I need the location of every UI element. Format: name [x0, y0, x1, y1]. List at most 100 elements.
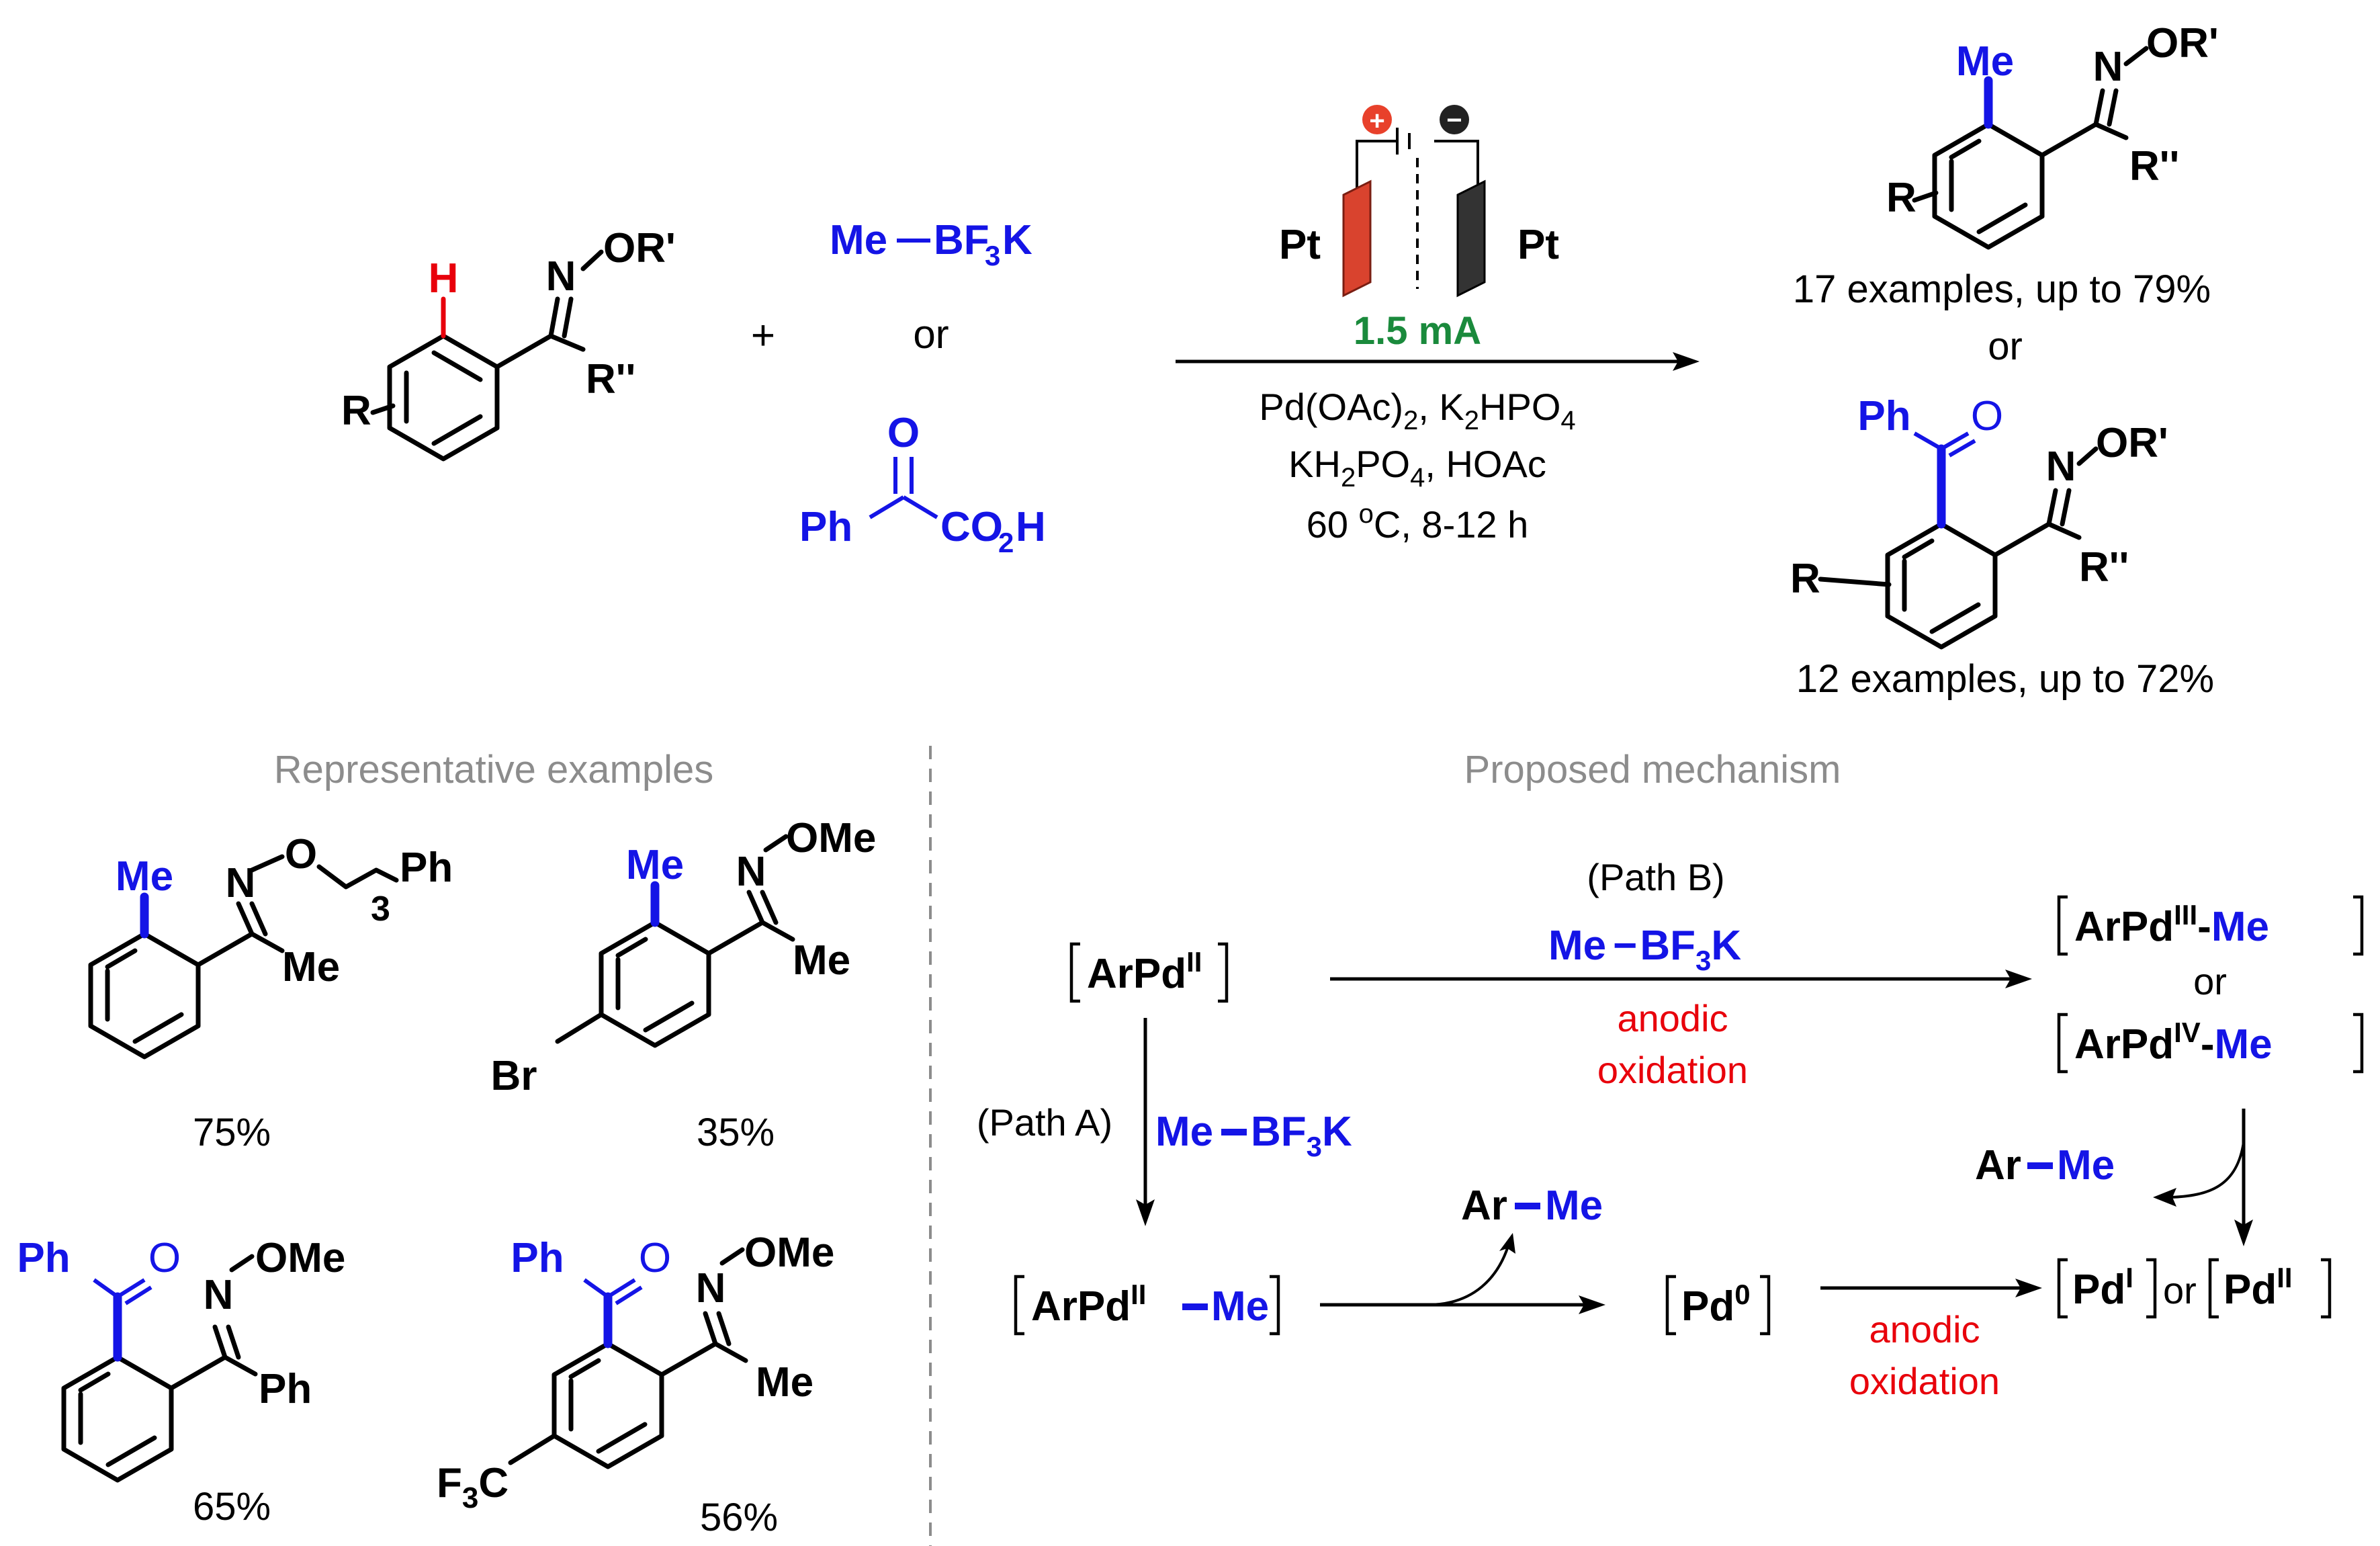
product1-structure: Me N OR' R'' R [1886, 20, 2219, 250]
ex2-me2-label: Me [793, 937, 850, 984]
anode-pt-label: Pt [1279, 222, 1321, 268]
ex2-yield: 35% [697, 1111, 775, 1154]
ar-me-1-ar: Ar [1461, 1183, 1507, 1229]
product1-me-label: Me [1956, 38, 2014, 85]
product2-or-label: OR' [2096, 420, 2168, 466]
ar-me-1-me: Me [1545, 1183, 1603, 1229]
product2-r2-label: R'' [2079, 544, 2129, 591]
ex2-ome-label: OMe [786, 815, 876, 861]
product2-caption: 12 examples, up to 72% [1796, 657, 2214, 701]
ex1-me-label: Me [116, 853, 173, 900]
cathode-minus-symbol: − [1446, 105, 1462, 135]
ex1-yield: 75% [193, 1111, 271, 1154]
or-label-reagents: or [913, 312, 949, 357]
anode-plus-icon [1362, 105, 1392, 134]
ex1-o-label: O [285, 831, 317, 877]
h-atom-label: H [429, 255, 459, 302]
anode-electrode [1342, 179, 1372, 298]
pd0-anodic-label: anodic [1869, 1308, 1980, 1350]
ar-me-2-me: Me [2057, 1142, 2115, 1189]
product1-caption: 17 examples, up to 79% [1793, 267, 2211, 311]
arpd-iii-text: ArPdIII-Me [2074, 899, 2269, 950]
reagent-bf-label: BF [934, 217, 989, 263]
electrolysis-cell: + − Pt Pt 1.5 mA [1279, 105, 1559, 353]
ex4-o-label: O [639, 1235, 671, 1281]
example2-structure: Me N OMe Me Br [491, 815, 877, 1099]
arpd-iii-me-species: ArPdIII-Me [2057, 895, 2364, 956]
product1-n-label: N [2093, 44, 2123, 90]
conditions-line3: 60 oC, 8-12 h [1307, 499, 1528, 546]
plus-sign: + [751, 312, 775, 359]
ex3-ome-label: OMe [255, 1235, 345, 1281]
product2-n-label: N [2046, 443, 2076, 490]
arpd-ii-species: ArPdII [1069, 942, 1229, 1003]
ar-me-product-1: Ar Me [1461, 1183, 1603, 1229]
reagent2-co-label: CO [940, 504, 1003, 550]
pd-ii-text: PdII [2223, 1262, 2293, 1313]
path-a-reagent: Me BF3K [1155, 1109, 1352, 1162]
arpd-or-label: or [2193, 960, 2227, 1002]
n-atom-label: N [546, 253, 576, 300]
reagent2-o-label: O [887, 410, 920, 456]
reagent-bf-subscript: 3 [985, 240, 1000, 271]
arpd-ii-me-methyl: Me [1211, 1283, 1269, 1330]
example3-structure: Ph O N OMe Ph [17, 1235, 345, 1483]
ex2-br-label: Br [491, 1053, 537, 1099]
ex1-me2-label: Me [282, 944, 340, 990]
product2-o-label: O [1971, 393, 2003, 439]
pd-i-text: PdI [2072, 1262, 2133, 1313]
ex3-ph2-label: Ph [259, 1366, 312, 1412]
product2-structure: Ph O N OR' R'' R [1790, 393, 2168, 650]
pd0-text: Pd0 [1681, 1279, 1751, 1330]
cathode-pt-label: Pt [1517, 222, 1559, 268]
reagent2-ph-label: Ph [799, 504, 852, 550]
ex1-subscript-3: 3 [371, 890, 390, 929]
ex4-ph-label: Ph [511, 1235, 564, 1281]
ex4-yield: 56% [700, 1496, 778, 1539]
reagent-methyl-trifluoroborate: Me BF 3 K [830, 217, 1032, 271]
path-b-reagent: Me−BF3K [1548, 922, 1741, 976]
reagent-k-label: K [1002, 217, 1032, 263]
ar-me-product-2: Ar Me [1975, 1142, 2115, 1189]
product1-r-label: R [1886, 175, 1916, 221]
arpd-iv-me-species: ArPdIV-Me [2057, 1013, 2364, 1074]
pd0-oxidation-label: oxidation [1849, 1360, 2000, 1402]
arpd-iv-text: ArPdIV-Me [2074, 1017, 2273, 1068]
product2-r-label: R [1790, 556, 1820, 602]
path-a-label: (Path A) [977, 1101, 1112, 1144]
path-b-oxidation-label: oxidation [1597, 1049, 1748, 1091]
ex4-f3c-label: F3C [437, 1460, 509, 1514]
mechanism-heading: Proposed mechanism [1464, 748, 1841, 791]
ex4-n-label: N [696, 1265, 726, 1312]
ex2-n-label: N [736, 849, 766, 895]
r-double-prime-label: R'' [586, 356, 635, 402]
starting-material-structure: H N OR' R'' R [341, 225, 676, 462]
or-label-products: or [1988, 325, 2023, 368]
or-prime-label: OR' [603, 225, 676, 271]
pd-i-or-pd-ii-species: PdI or PdII [2057, 1258, 2332, 1319]
product1-or-label: OR' [2146, 20, 2219, 67]
ar-me-2-ar: Ar [1975, 1142, 2021, 1189]
ex3-o-label: O [148, 1235, 181, 1281]
arpd-ii-me-species: ArPdII Me [1014, 1275, 1280, 1336]
path-b-anodic-label: anodic [1617, 997, 1728, 1039]
path-a-reagent-me: Me [1155, 1109, 1213, 1155]
ex3-ph-label: Ph [17, 1235, 70, 1281]
reagent-me-label: Me [830, 217, 887, 263]
ex4-me-label: Me [756, 1359, 813, 1406]
arpd-ii-text: ArPdII [1087, 946, 1202, 997]
reagent2-h-label: H [1016, 504, 1046, 550]
conditions-line2: KH2PO4, HOAc [1288, 443, 1546, 492]
cathode-minus-icon [1440, 105, 1469, 134]
pd0-species: Pd0 [1665, 1275, 1771, 1336]
product2-ph-label: Ph [1857, 393, 1910, 439]
ex4-ome-label: OMe [744, 1230, 834, 1276]
r-substituent-label: R [341, 388, 371, 434]
reagent-benzoylformic-acid: O Ph CO 2 H [799, 410, 1046, 558]
ex3-n-label: N [204, 1272, 234, 1318]
current-label: 1.5 mA [1354, 309, 1481, 353]
ex3-yield: 65% [193, 1485, 271, 1529]
examples-heading: Representative examples [274, 748, 713, 791]
arpd-ii-me-text: ArPdII [1031, 1279, 1146, 1330]
